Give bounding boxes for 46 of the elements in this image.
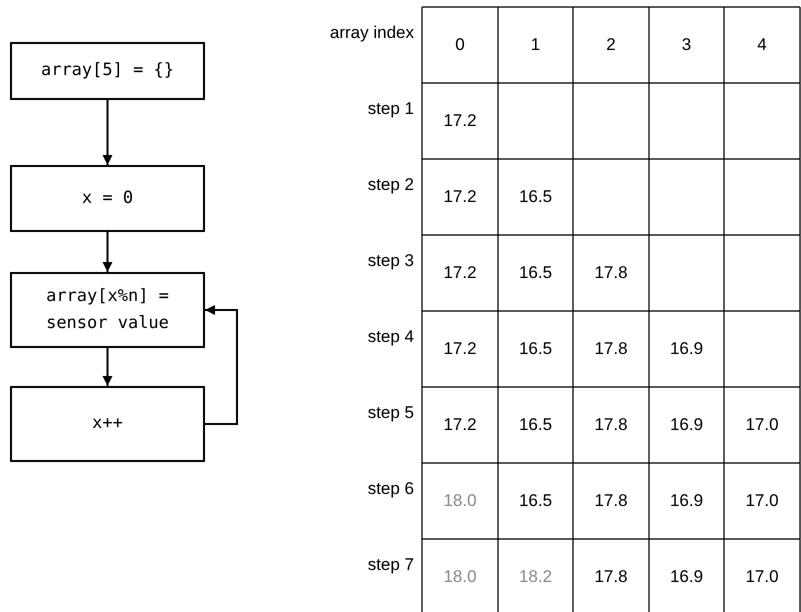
column-heading: 0 <box>454 34 466 56</box>
table-value: 16.9 <box>668 338 704 360</box>
table-value: 18.2 <box>518 566 554 588</box>
table-value: 17.8 <box>593 262 629 284</box>
arrow <box>102 348 112 386</box>
column-heading: array index <box>330 23 414 43</box>
table-value: 16.5 <box>518 414 554 436</box>
table-value: 17.2 <box>442 110 478 132</box>
table-value: 17.2 <box>442 338 478 360</box>
table-value: 18.0 <box>442 566 478 588</box>
table-value: 17.2 <box>442 414 478 436</box>
arrow <box>205 305 238 425</box>
column-heading: 3 <box>680 34 692 56</box>
process-box: array[5] = {} <box>10 42 205 100</box>
table-value: 18.0 <box>442 490 478 512</box>
process-box: x++ <box>10 386 205 462</box>
table-value: 17.0 <box>744 414 780 436</box>
row-heading: step 6 <box>368 479 414 499</box>
column-heading: 4 <box>756 34 768 56</box>
table-value: 17.8 <box>593 490 629 512</box>
process-box: x = 0 <box>10 165 205 232</box>
arrow <box>102 100 112 165</box>
table-value: 16.9 <box>668 490 704 512</box>
table-value: 16.5 <box>518 262 554 284</box>
table-value: 17.8 <box>593 566 629 588</box>
row-heading: step 5 <box>368 403 414 423</box>
process-box: array[x%n] = sensor value <box>10 272 205 348</box>
table-value: 16.5 <box>518 186 554 208</box>
table-value: 16.9 <box>668 414 704 436</box>
table-value: 17.2 <box>442 186 478 208</box>
row-heading: step 3 <box>368 251 414 271</box>
table-value: 16.5 <box>518 338 554 360</box>
table-value: 17.8 <box>593 338 629 360</box>
table-value: 17.2 <box>442 262 478 284</box>
column-heading: 2 <box>605 34 617 56</box>
row-heading: step 7 <box>368 555 414 575</box>
row-heading: step 2 <box>368 175 414 195</box>
table-value: 16.9 <box>668 566 704 588</box>
table-value: 17.0 <box>744 566 780 588</box>
table-value: 17.8 <box>593 414 629 436</box>
table-value: 17.0 <box>744 490 780 512</box>
table-value: 16.5 <box>518 490 554 512</box>
column-heading: 1 <box>530 34 542 56</box>
arrow <box>102 232 112 272</box>
row-heading: step 4 <box>368 327 414 347</box>
row-heading: step 1 <box>368 99 414 119</box>
